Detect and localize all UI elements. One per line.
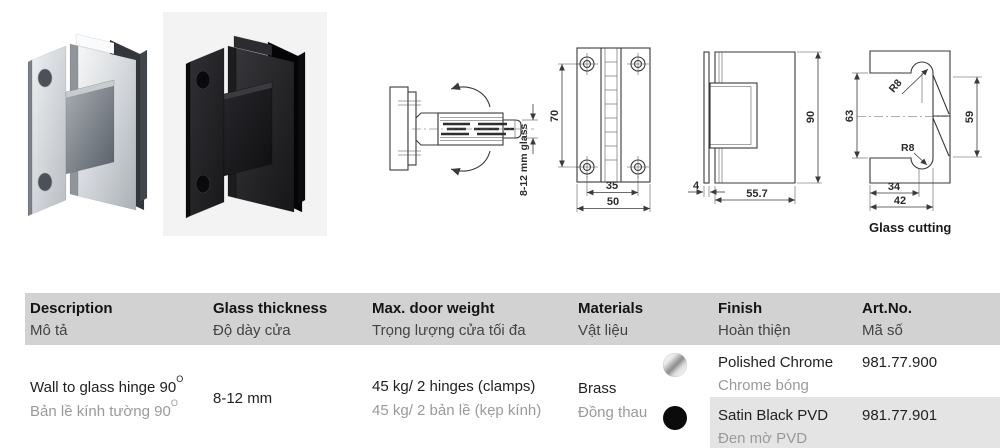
- product-photo-chrome: [18, 14, 156, 230]
- dim-34: 34: [888, 181, 901, 193]
- glass-thickness-value: 8-12 mm: [213, 390, 273, 407]
- dim-90: 90: [805, 111, 817, 123]
- col-header-max-weight-vi: Trọng lượng cửa tối đa: [372, 322, 526, 339]
- radius-label-bottom: R8: [901, 142, 915, 154]
- chrome-hinge-image: [27, 33, 148, 217]
- screw-hole: [37, 68, 53, 88]
- clamp-section: [709, 82, 758, 149]
- dim-55-7: 55.7: [746, 188, 767, 200]
- screw-hole: [37, 172, 53, 192]
- knuckle-sections: [605, 61, 617, 161]
- hinge-side-outline: [709, 51, 796, 184]
- drawing-side-profile: 90 4 55.7: [688, 51, 822, 204]
- screw-hole: [195, 70, 211, 90]
- finish-name-chrome: Polished Chrome: [718, 354, 834, 371]
- max-weight-vi: 45 kg/ 2 bản lề (kẹp kính): [372, 402, 542, 419]
- col-header-glass-thickness-vi: Độ dày cửa: [213, 322, 291, 339]
- dim-59: 59: [964, 111, 976, 123]
- col-header-materials: Materials: [578, 300, 644, 317]
- max-weight-en: 45 kg/ 2 hinges (clamps): [372, 378, 536, 395]
- screw-hole: [195, 174, 211, 194]
- wall-plate-section: [703, 51, 710, 184]
- description-en: Wall to glass hinge 90O: [30, 374, 183, 396]
- col-header-glass-thickness: Glass thickness: [213, 300, 328, 317]
- col-header-art-no-vi: Mã số: [862, 322, 903, 339]
- drawing-swing-view: 8-12 mm glass: [389, 82, 538, 196]
- dim-42: 42: [894, 195, 906, 207]
- finish-swatch-chrome: [663, 353, 687, 377]
- screw-holes: [576, 53, 649, 178]
- dim-70: 70: [549, 110, 561, 122]
- alt-row-band: [710, 397, 1000, 448]
- material-en: Brass: [578, 380, 617, 397]
- swing-arrow-up: [450, 82, 491, 108]
- description-vi: Bản lề kính tường 90O: [30, 398, 178, 420]
- glass-cutout-outline: [869, 50, 951, 184]
- wall-section: [389, 86, 409, 171]
- finish-name-black: Satin Black PVD: [718, 407, 829, 424]
- col-header-finish-vi: Hoàn thiện: [718, 322, 791, 339]
- dim-50: 50: [607, 196, 619, 208]
- dim-4: 4: [693, 180, 700, 192]
- material-vi: Đồng thau: [578, 404, 648, 421]
- black-hinge-image: [185, 35, 306, 219]
- col-header-description: Description: [30, 300, 113, 317]
- table-header-band: [25, 293, 1000, 345]
- degree-symbol: O: [176, 373, 184, 384]
- mounting-plate: [407, 91, 417, 166]
- finish-swatch-black: [663, 406, 687, 430]
- hinge-front-outline: [576, 47, 651, 183]
- product-photo-black: [163, 12, 327, 236]
- col-header-description-vi: Mô tả: [30, 322, 68, 339]
- description-text: Wall to glass hinge 90: [30, 379, 177, 396]
- col-header-max-weight: Max. door weight: [372, 300, 495, 317]
- glass-thickness-label: 8-12 mm glass: [518, 123, 530, 196]
- dim-63: 63: [844, 110, 856, 122]
- drawing-glass-cutting: 63 59 R8 R8 34 42 Glass cutting: [844, 50, 982, 235]
- description-vi-text: Bản lề kính tường 90: [30, 403, 171, 420]
- col-header-finish: Finish: [718, 300, 763, 317]
- glass-cutting-caption: Glass cutting: [869, 220, 951, 235]
- degree-symbol: O: [170, 397, 178, 408]
- finish-name-black-vi: Đen mờ PVD: [718, 430, 808, 447]
- col-header-materials-vi: Vật liệu: [578, 322, 629, 339]
- dim-35: 35: [606, 180, 618, 192]
- radius-label-top: R8: [887, 77, 905, 95]
- col-header-art-no: Art.No.: [862, 300, 912, 317]
- drawing-front-view: 70 35 50: [549, 47, 651, 212]
- finish-name-chrome-vi: Chrome bóng: [718, 377, 809, 394]
- art-no-black: 981.77.901: [862, 407, 938, 424]
- swing-arrow-down: [450, 150, 491, 176]
- art-no-chrome: 981.77.900: [862, 354, 938, 371]
